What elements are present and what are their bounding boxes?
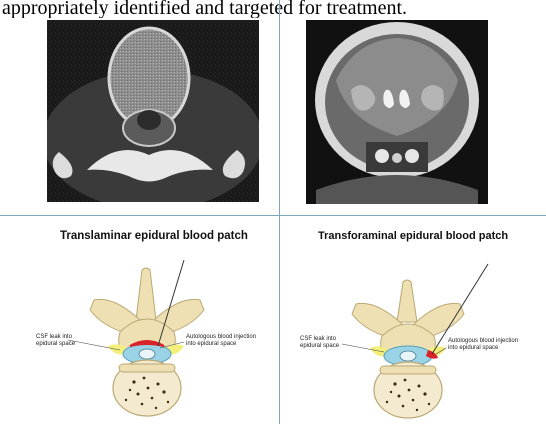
vertical-divider (279, 0, 280, 424)
vertebra-illustration (68, 260, 204, 416)
transforaminal-title: Transforaminal epidural blood patch (318, 230, 508, 242)
right-leak-label-2: epidural space (300, 343, 340, 349)
right-injection-label-1: Autologous blood injection (448, 338, 518, 344)
right-leak-label-1: CSF leak into (300, 336, 337, 342)
left-injection-label-2: into epidural space (186, 341, 237, 347)
ct-scan-image (47, 20, 259, 202)
translaminar-diagram: CSF leak into epidural space Autologous … (24, 258, 270, 424)
mri-image (306, 20, 488, 204)
header-text: appropriately identified and targeted fo… (0, 0, 546, 18)
left-injection-label-1: Autologous blood injection (186, 334, 256, 340)
left-leak-label-2: epidural space (36, 341, 76, 347)
transforaminal-diagram: CSF leak into epidural space Autologous … (292, 258, 546, 424)
horizontal-divider (0, 215, 546, 216)
translaminar-title: Translaminar epidural blood patch (60, 230, 248, 242)
left-leak-label-1: CSF leak into (36, 334, 73, 340)
right-injection-label-2: into epidural space (448, 345, 499, 351)
